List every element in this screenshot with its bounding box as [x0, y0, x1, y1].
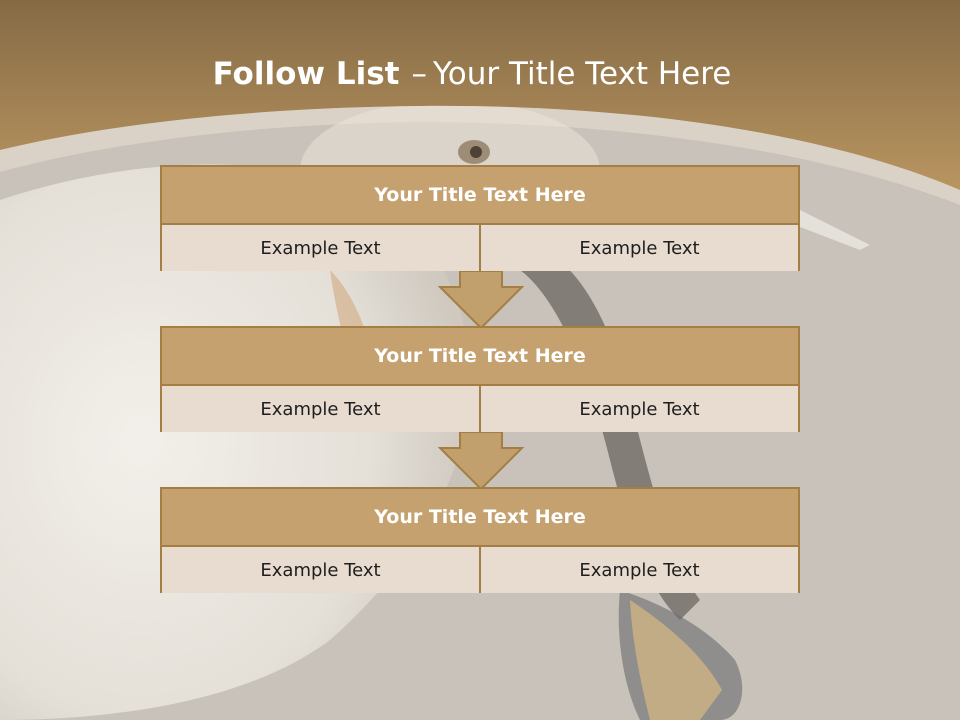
slide-title: Follow List–Your Title Text Here: [0, 56, 944, 92]
step-3-title: Your Title Text Here: [162, 489, 798, 547]
step-2-right-text: Example Text: [479, 386, 798, 432]
step-3-row: Example Text Example Text: [162, 547, 798, 593]
title-separator: –: [411, 56, 427, 92]
step-3-left-text: Example Text: [162, 547, 479, 593]
step-1-row: Example Text Example Text: [162, 225, 798, 271]
step-1-right-text: Example Text: [479, 225, 798, 271]
step-2-row: Example Text Example Text: [162, 386, 798, 432]
title-rest-text: Your Title Text Here: [432, 56, 732, 92]
title-bold-text: Follow List: [212, 56, 400, 92]
step-2-title: Your Title Text Here: [162, 328, 798, 386]
step-box-2: Your Title Text Here Example Text Exampl…: [160, 326, 800, 432]
down-arrow-icon: [438, 271, 524, 329]
step-box-3: Your Title Text Here Example Text Exampl…: [160, 487, 800, 593]
step-2-left-text: Example Text: [162, 386, 479, 432]
step-1-title: Your Title Text Here: [162, 167, 798, 225]
step-3-right-text: Example Text: [479, 547, 798, 593]
step-box-1: Your Title Text Here Example Text Exampl…: [160, 165, 800, 271]
step-1-left-text: Example Text: [162, 225, 479, 271]
down-arrow-icon: [438, 432, 524, 490]
